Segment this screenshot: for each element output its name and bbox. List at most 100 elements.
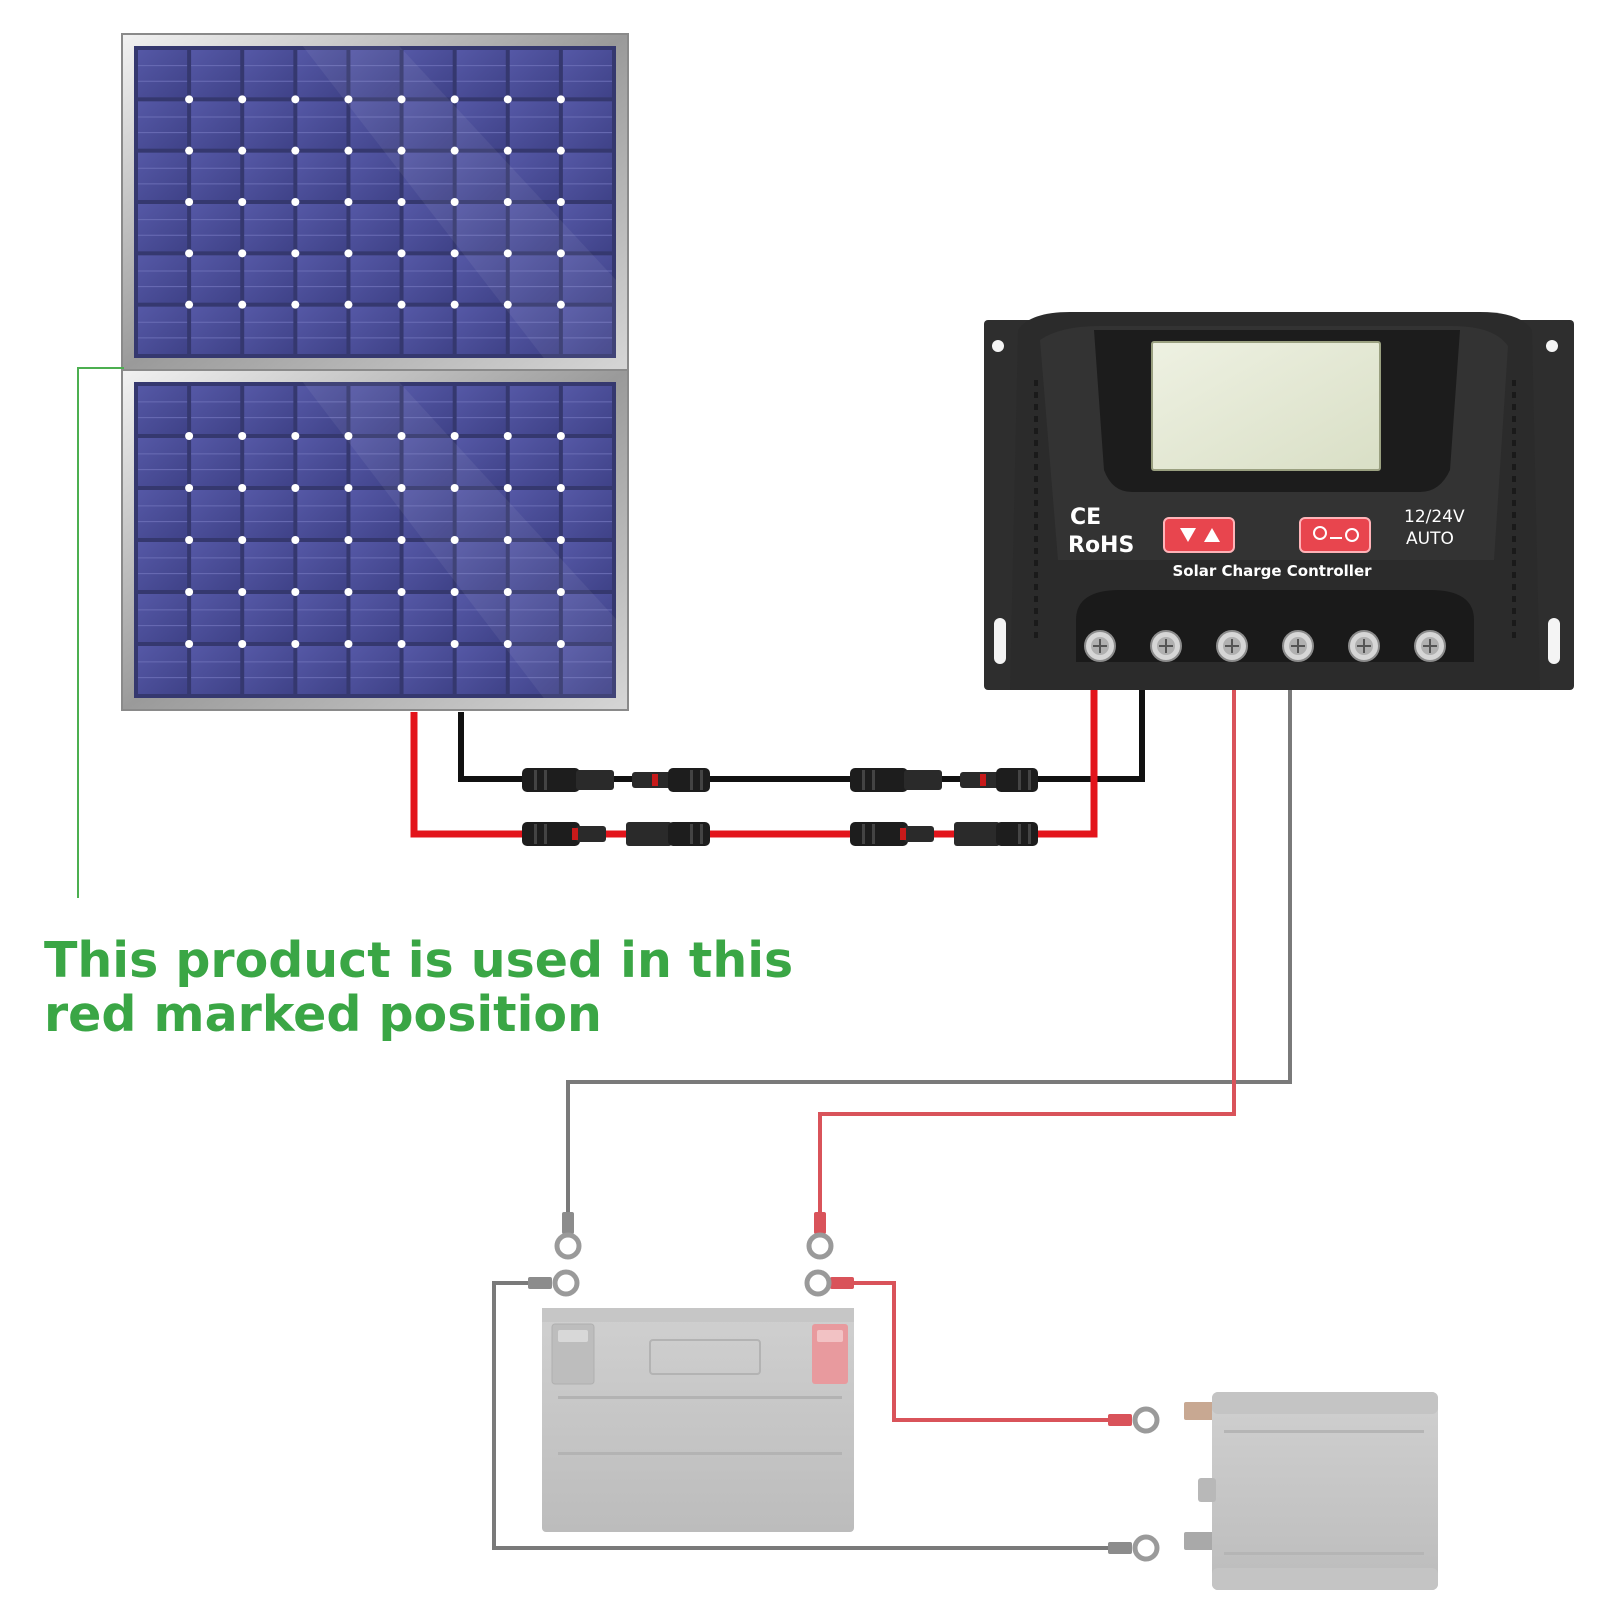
inverter-positive-wire — [852, 1283, 1110, 1420]
solar-cell — [457, 646, 506, 694]
solar-cell — [510, 50, 559, 97]
ring-terminal-battery-neg-top — [557, 1212, 579, 1257]
solar-cell — [563, 153, 612, 200]
solar-cell — [297, 101, 346, 148]
terminal-screw-icon[interactable] — [1415, 631, 1445, 661]
solar-cell — [350, 594, 399, 642]
solar-cell — [191, 307, 240, 354]
solar-cell — [138, 153, 187, 200]
solar-cell — [404, 255, 453, 302]
mc4-connector-neg-1 — [522, 768, 614, 792]
solar-cell — [297, 594, 346, 642]
solar-cell — [191, 50, 240, 97]
battery-icon — [542, 1308, 854, 1532]
solar-cell — [244, 490, 293, 538]
solar-panel-bottom — [122, 370, 628, 710]
solar-cell — [563, 386, 612, 434]
charge-controller: CE RoHS 12/24V AUTO Solar Charge Control… — [984, 312, 1574, 690]
solar-cell — [244, 50, 293, 97]
solar-cell — [244, 386, 293, 434]
terminal-screw-icon[interactable] — [1085, 631, 1115, 661]
solar-cell — [244, 255, 293, 302]
solar-cell — [563, 490, 612, 538]
caption-line-2: red marked position — [44, 988, 804, 1042]
solar-cell — [457, 50, 506, 97]
solar-panel-top — [122, 34, 628, 370]
load-light-button[interactable] — [1300, 518, 1370, 552]
solar-cell — [297, 542, 346, 590]
solar-cell — [404, 594, 453, 642]
solar-cell — [297, 204, 346, 251]
solar-cell — [138, 646, 187, 694]
solar-cell — [138, 204, 187, 251]
solar-cell — [350, 204, 399, 251]
solar-cell — [244, 153, 293, 200]
solar-panel-icon — [122, 34, 628, 710]
solar-cell — [138, 386, 187, 434]
solar-cell — [563, 50, 612, 97]
mc4-connector-neg-4 — [960, 768, 1038, 792]
pointer-line — [78, 368, 124, 898]
lcd-screen — [1152, 342, 1380, 470]
terminal-screw-icon[interactable] — [1349, 631, 1379, 661]
solar-cell — [244, 101, 293, 148]
solar-cell — [404, 646, 453, 694]
solar-cell — [138, 542, 187, 590]
mc4-connector-neg-2 — [632, 768, 710, 792]
mc4-connector-pos-2 — [626, 822, 710, 846]
mc4-connector-pos-1 — [522, 822, 606, 846]
solar-cell — [297, 307, 346, 354]
solar-cell — [138, 255, 187, 302]
ring-terminal-inverter-pos — [1108, 1409, 1157, 1431]
solar-cell — [297, 153, 346, 200]
mc4-connector-pos-4 — [954, 822, 1038, 846]
ring-terminal-battery-neg-side — [528, 1272, 577, 1294]
up-down-button[interactable] — [1164, 518, 1234, 552]
mc4-connector-pos-3 — [850, 822, 934, 846]
solar-cell — [191, 255, 240, 302]
terminal-screw-icon[interactable] — [1283, 631, 1313, 661]
solar-cell — [191, 594, 240, 642]
solar-cell — [138, 101, 187, 148]
solar-cell — [244, 307, 293, 354]
solar-cell — [191, 153, 240, 200]
solar-cell — [457, 307, 506, 354]
solar-cell — [191, 386, 240, 434]
voltage-label: 12/24V — [1404, 507, 1465, 527]
solar-cell — [138, 438, 187, 486]
solar-cell — [350, 255, 399, 302]
solar-cell — [350, 307, 399, 354]
caption-line-1: This product is used in this — [44, 934, 804, 988]
solar-cell — [244, 204, 293, 251]
solar-cell — [563, 101, 612, 148]
inverter-icon — [1184, 1392, 1438, 1590]
solar-cell — [191, 204, 240, 251]
solar-cell — [191, 438, 240, 486]
solar-cell — [244, 542, 293, 590]
usage-caption: This product is used in this red marked … — [44, 934, 804, 1042]
solar-cell — [404, 307, 453, 354]
terminal-screw-icon[interactable] — [1217, 631, 1247, 661]
solar-cell — [138, 594, 187, 642]
mc4-connector-neg-3 — [850, 768, 942, 792]
solar-cell — [510, 386, 559, 434]
product-label: Solar Charge Controller — [1172, 562, 1372, 580]
solar-cell — [563, 438, 612, 486]
solar-cell — [457, 386, 506, 434]
solar-cell — [350, 542, 399, 590]
solar-cell — [191, 490, 240, 538]
solar-cell — [138, 307, 187, 354]
solar-cell — [510, 101, 559, 148]
terminal-screw-icon[interactable] — [1151, 631, 1181, 661]
ring-terminal-battery-pos-top — [809, 1212, 831, 1257]
solar-cell — [297, 490, 346, 538]
ce-mark: CE — [1070, 505, 1101, 530]
solar-cell — [191, 646, 240, 694]
solar-cell — [191, 542, 240, 590]
solar-cell — [138, 490, 187, 538]
ring-terminal-inverter-neg — [1108, 1537, 1157, 1559]
auto-label: AUTO — [1406, 529, 1454, 549]
solar-cell — [350, 646, 399, 694]
battery-positive-wire — [820, 684, 1234, 1212]
